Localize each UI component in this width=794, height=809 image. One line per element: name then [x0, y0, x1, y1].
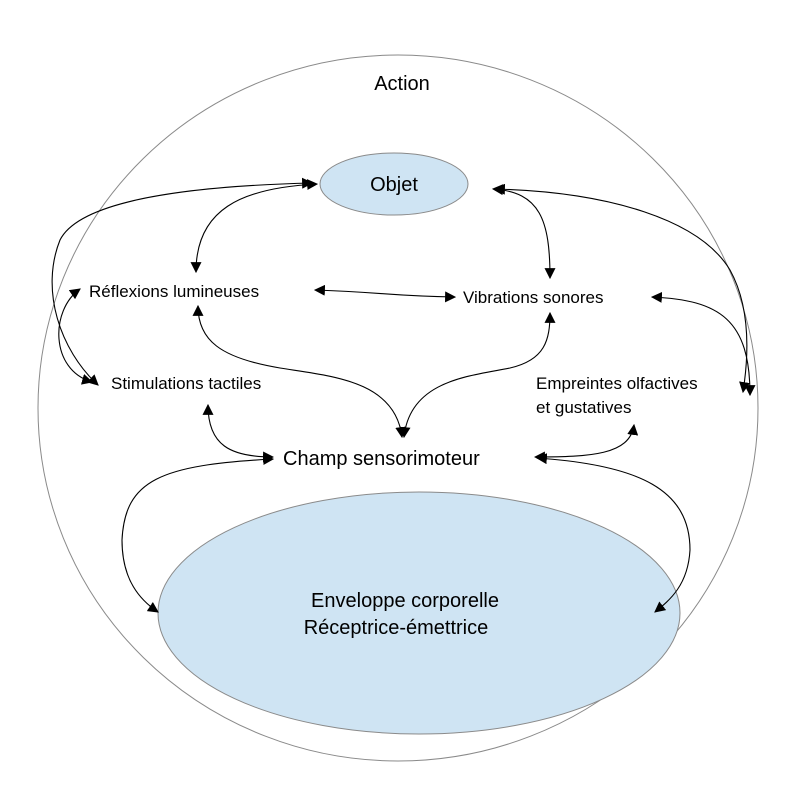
action-label: Action — [374, 73, 430, 95]
action-circle — [37, 54, 759, 762]
edge-champ-reflexions — [192, 304, 407, 439]
empreintes-label-line2[interactable]: et gustatives — [536, 398, 631, 417]
edge-champ-vibrations — [399, 311, 556, 439]
enveloppe-label-line1: Enveloppe corporelle — [311, 590, 499, 612]
objet-node[interactable] — [319, 152, 469, 216]
edge-objet-reflexions — [190, 179, 319, 274]
enveloppe-label-line2: Réceptrice-émettrice — [304, 617, 489, 639]
edge-reflexions-stimulations — [58, 288, 94, 385]
empreintes-label-line1[interactable]: Empreintes olfactives — [536, 374, 698, 393]
edge-vibrations-empreintes — [650, 291, 756, 397]
edge-objet-vibrations — [491, 184, 556, 280]
champ-label[interactable]: Champ sensorimoteur — [283, 448, 480, 470]
vibrations-label[interactable]: Vibrations sonores — [463, 288, 604, 307]
objet-label: Objet — [370, 174, 418, 196]
edge-champ-empreintes — [533, 423, 639, 463]
reflexions-label[interactable]: Réflexions lumineuses — [89, 282, 259, 301]
edge-champ-stimulations — [202, 403, 275, 463]
stimulations-label[interactable]: Stimulations tactiles — [111, 374, 261, 393]
edge-champ-enveloppe-right — [535, 453, 691, 613]
edge-objet-stimulations — [51, 177, 314, 386]
enveloppe-node[interactable] — [157, 491, 681, 735]
edge-champ-enveloppe-left — [121, 454, 275, 613]
edge-reflexions-vibrations — [313, 284, 457, 303]
